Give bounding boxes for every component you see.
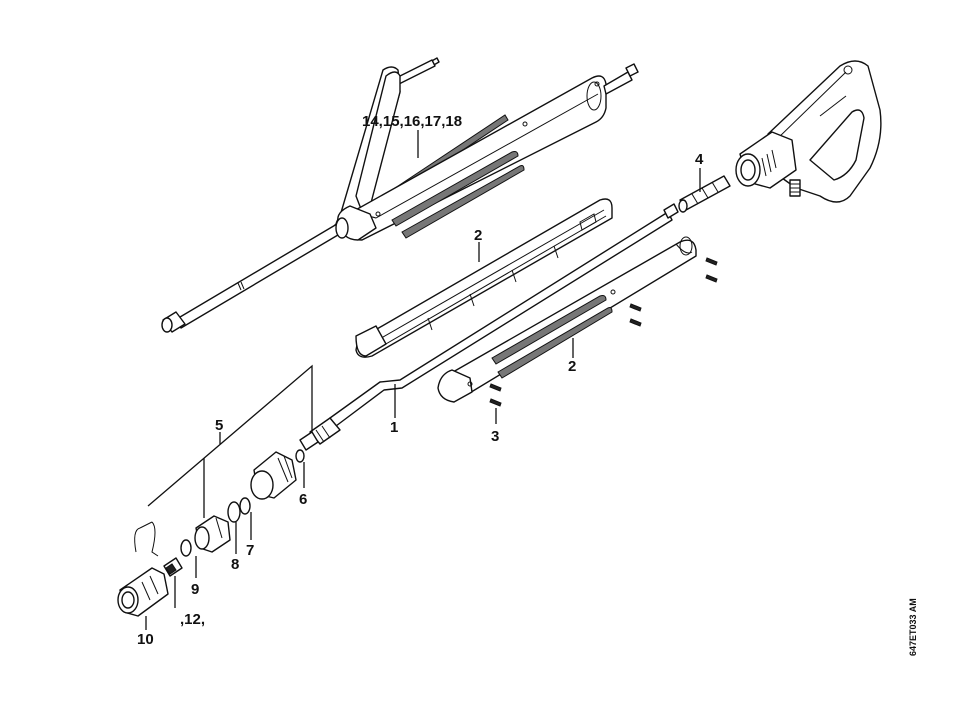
- callout-9: 9: [191, 581, 199, 598]
- drawing-code: 647ET033 AM: [908, 598, 918, 656]
- callout-10: 10: [137, 631, 154, 648]
- connector-nipple[interactable]: [678, 175, 731, 213]
- callout-12: ,12,: [180, 611, 205, 628]
- screws[interactable]: [489, 383, 502, 407]
- screws-upper: [629, 257, 718, 327]
- lance-body: [335, 63, 639, 241]
- callout-6: 6: [299, 491, 307, 508]
- callout-7: 7: [246, 542, 254, 559]
- leader-lines: [145, 130, 701, 630]
- nozzle-sleeve[interactable]: [250, 451, 297, 500]
- retaining-clip[interactable]: [134, 521, 159, 557]
- callout-5: 5: [215, 417, 223, 434]
- handle-shell-inner[interactable]: [355, 198, 613, 358]
- callout-2b: 2: [568, 358, 576, 375]
- callout-8: 8: [231, 556, 239, 573]
- callout-14-18: 14,15,16,17,18: [362, 113, 462, 130]
- nozzle-body[interactable]: [194, 515, 231, 553]
- handle-shell-outer[interactable]: [437, 236, 697, 403]
- callout-4: 4: [695, 151, 704, 168]
- o-ring-nozzle[interactable]: [180, 539, 192, 557]
- nozzle-insert[interactable]: [163, 557, 183, 577]
- spray-tube[interactable]: [299, 203, 679, 451]
- nozzle-cap[interactable]: [117, 567, 169, 617]
- o-ring[interactable]: [239, 497, 251, 515]
- callout-1: 1: [390, 419, 398, 436]
- o-ring-large[interactable]: [227, 501, 241, 523]
- callout-3: 3: [491, 428, 499, 445]
- o-ring-small[interactable]: [295, 449, 305, 463]
- callout-2a: 2: [474, 227, 482, 244]
- spray-gun-handle: [735, 60, 882, 203]
